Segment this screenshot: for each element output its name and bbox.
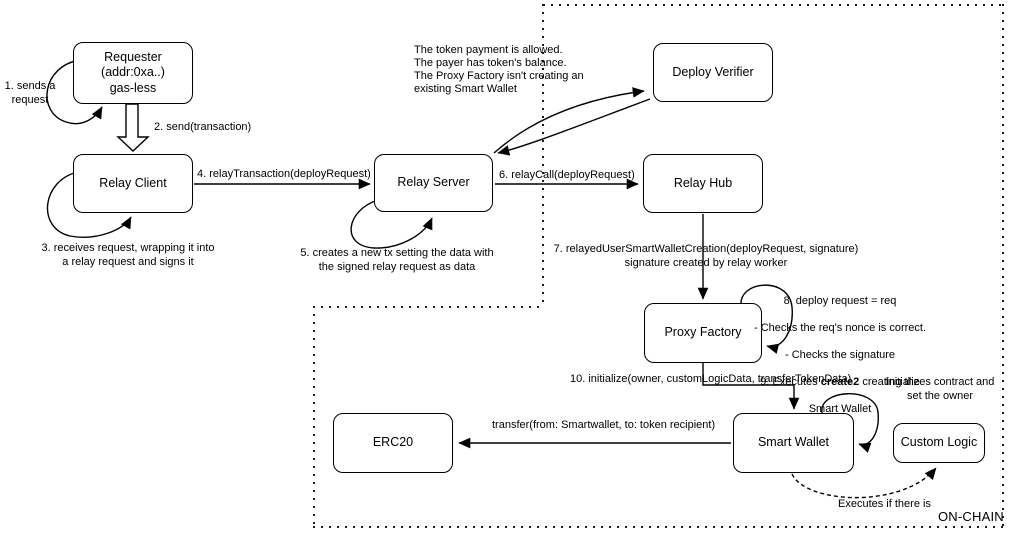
- onchain-border-left-lower: [313, 306, 315, 528]
- step9-line1: 9. Executes create2 creating the: [718, 376, 962, 390]
- deploy-verifier-node: Deploy Verifier: [653, 43, 773, 102]
- onchain-border-step: [313, 306, 544, 308]
- label-onchain-region: ON-CHAIN: [938, 509, 1004, 524]
- step9-create2-keyword: create2: [820, 375, 860, 388]
- label-step3-receives-request: 3. receives request, wrapping it into a …: [41, 242, 215, 268]
- step8-line1: 8. deploy request = req: [783, 294, 897, 307]
- label-step2-send-transaction: 2. send(transaction): [154, 121, 252, 133]
- from-deploy-verifier-arrow: [497, 98, 651, 156]
- step8-line3: - Checks the signature: [784, 348, 896, 361]
- label-transfer-call: transfer(from: Smartwallet, to: token re…: [492, 419, 716, 431]
- step8-line2: - Checks the req's nonce is correct.: [753, 321, 927, 334]
- label-step10-initialize: 10. initialize(owner, customLogicData, t…: [570, 373, 852, 385]
- label-step8-9-proxy-checks: 8. deploy request = req - Checks the req…: [718, 281, 962, 430]
- step9-suffix: creating the: [859, 375, 920, 388]
- send-transaction-block-arrow: [116, 103, 150, 152]
- relay-client-node: Relay Client: [73, 154, 193, 213]
- relay-server-node: Relay Server: [374, 154, 493, 212]
- label-verifier-checks: The token payment is allowed. The payer …: [414, 44, 584, 95]
- erc20-node: ERC20: [333, 413, 453, 473]
- label-step5-creates-tx: 5. creates a new tx setting the data wit…: [300, 247, 494, 273]
- label-initializes-contract: Initializes contract and set the owner: [885, 376, 995, 402]
- onchain-border-top: [543, 4, 1004, 6]
- label-executes-if-there-is: Executes if there is: [838, 498, 931, 510]
- relay-hub-node: Relay Hub: [643, 154, 763, 213]
- requester-node: Requester (addr:0xa..) gas-less: [73, 42, 193, 104]
- custom-logic-node: Custom Logic: [893, 423, 985, 463]
- step9-prefix: 9. Executes: [760, 375, 821, 388]
- onchain-border-right: [1002, 4, 1004, 528]
- step9-line2: Smart Wallet: [808, 402, 872, 415]
- label-step4-relay-transaction: 4. relayTransaction(deployRequest): [197, 168, 371, 180]
- proxy-factory-node: Proxy Factory: [644, 303, 762, 363]
- label-step1-sends-request: 1. sends a request: [4, 80, 56, 106]
- smart-wallet-node: Smart Wallet: [733, 413, 854, 473]
- label-step7-wallet-creation: 7. relayedUserSmartWalletCreation(deploy…: [553, 243, 859, 269]
- onchain-border-left-upper: [542, 4, 544, 308]
- label-step6-relay-call: 6. relayCall(deployRequest): [499, 169, 635, 181]
- onchain-border-bottom: [313, 526, 1004, 528]
- to-deploy-verifier-arrow: [493, 87, 645, 154]
